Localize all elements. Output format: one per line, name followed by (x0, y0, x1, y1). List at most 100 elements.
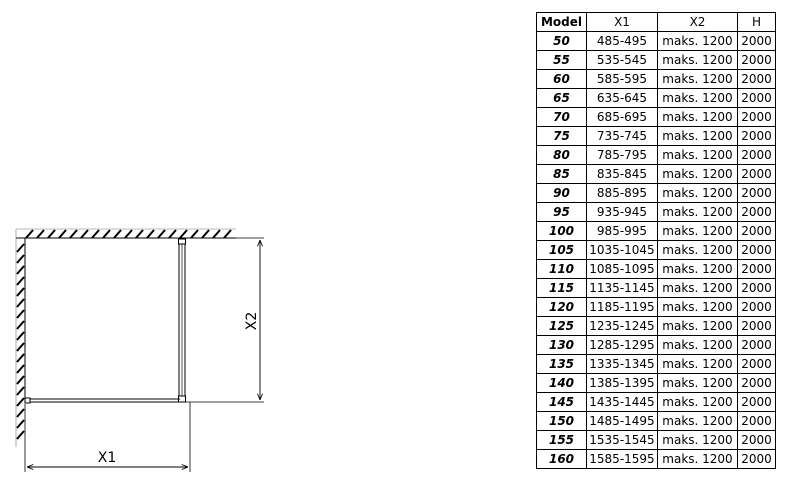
model-cell: 120 (536, 297, 587, 317)
hatch-line (16, 298, 25, 308)
hatch-line (16, 243, 25, 253)
x1-cell: 1385-1395 (586, 373, 658, 393)
hatch-line (201, 229, 210, 239)
x1-cell: 535-545 (586, 50, 658, 70)
x2-cell: maks. 1200 (657, 297, 738, 317)
header-model: Model (536, 12, 587, 32)
hatch-line (179, 229, 188, 239)
model-cell: 115 (536, 278, 587, 298)
x1-label: X1 (98, 450, 117, 466)
model-cell: 155 (536, 430, 587, 450)
hatch-line (36, 229, 45, 239)
model-cell: 130 (536, 335, 587, 355)
x1-cell: 1035-1045 (586, 240, 658, 260)
x1-cell: 635-645 (586, 88, 658, 108)
x1-cell: 1435-1445 (586, 392, 658, 412)
model-cell: 75 (536, 126, 587, 146)
hatch-line (223, 229, 232, 239)
model-cell: 145 (536, 392, 587, 412)
hatch-line (16, 331, 25, 341)
x1-cell: 1535-1545 (586, 430, 658, 450)
hatch-line (16, 364, 25, 374)
shower-plan-drawing: X2 X1 (15, 228, 264, 472)
hatch-line (135, 229, 144, 239)
hatch-line (16, 375, 25, 385)
model-cell: 55 (536, 50, 587, 70)
model-cell: 70 (536, 107, 587, 127)
x1-cell: 1335-1345 (586, 354, 658, 374)
x2-cell: maks. 1200 (657, 411, 738, 431)
model-cell: 50 (536, 31, 587, 51)
hatch-line (80, 229, 89, 239)
x2-cell: maks. 1200 (657, 31, 738, 51)
x2-cell: maks. 1200 (657, 392, 738, 412)
floor-profile (24, 397, 180, 404)
x2-cell: maks. 1200 (657, 259, 738, 279)
hatch-line (16, 419, 25, 429)
h-cell: 2000 (737, 373, 776, 393)
x2-cell: maks. 1200 (657, 50, 738, 70)
hatch-line (16, 397, 25, 407)
h-cell: 2000 (737, 145, 776, 165)
h-cell: 2000 (737, 297, 776, 317)
x1-cell: 785-795 (586, 145, 658, 165)
hatch-line (113, 229, 122, 239)
x2-cell: maks. 1200 (657, 316, 738, 336)
x2-cell: maks. 1200 (657, 373, 738, 393)
h-cell: 2000 (737, 354, 776, 374)
h-cell: 2000 (737, 240, 776, 260)
hatch-line (16, 254, 25, 264)
hatch-line (16, 408, 25, 418)
x2-label: X2 (244, 312, 260, 331)
header-h: H (737, 12, 776, 32)
hatch-line (102, 229, 111, 239)
hatch-line (16, 353, 25, 363)
hatch-line (16, 309, 25, 319)
h-cell: 2000 (737, 335, 776, 355)
header-x1: X1 (586, 12, 658, 32)
x2-cell: maks. 1200 (657, 145, 738, 165)
h-cell: 2000 (737, 202, 776, 222)
hatch-line (16, 320, 25, 330)
hatch-line (16, 265, 25, 275)
model-cell: 65 (536, 88, 587, 108)
model-cell: 95 (536, 202, 587, 222)
header-x2: X2 (657, 12, 738, 32)
model-cell: 90 (536, 183, 587, 203)
hatch-line (190, 229, 199, 239)
h-cell: 2000 (737, 316, 776, 336)
h-cell: 2000 (737, 31, 776, 51)
h-cell: 2000 (737, 126, 776, 146)
x2-cell: maks. 1200 (657, 354, 738, 374)
x2-cell: maks. 1200 (657, 202, 738, 222)
hatch-line (58, 229, 67, 239)
hatch-line (69, 229, 78, 239)
hatch-line (16, 430, 25, 440)
x2-cell: maks. 1200 (657, 183, 738, 203)
model-cell: 60 (536, 69, 587, 89)
model-cell: 85 (536, 164, 587, 184)
x1-cell: 1585-1595 (586, 449, 658, 469)
x2-cell: maks. 1200 (657, 88, 738, 108)
h-cell: 2000 (737, 164, 776, 184)
model-cell: 105 (536, 240, 587, 260)
x1-cell: 685-695 (586, 107, 658, 127)
x1-cell: 1135-1145 (586, 278, 658, 298)
h-cell: 2000 (737, 183, 776, 203)
hatch-line (91, 229, 100, 239)
hatch-line (212, 229, 221, 239)
